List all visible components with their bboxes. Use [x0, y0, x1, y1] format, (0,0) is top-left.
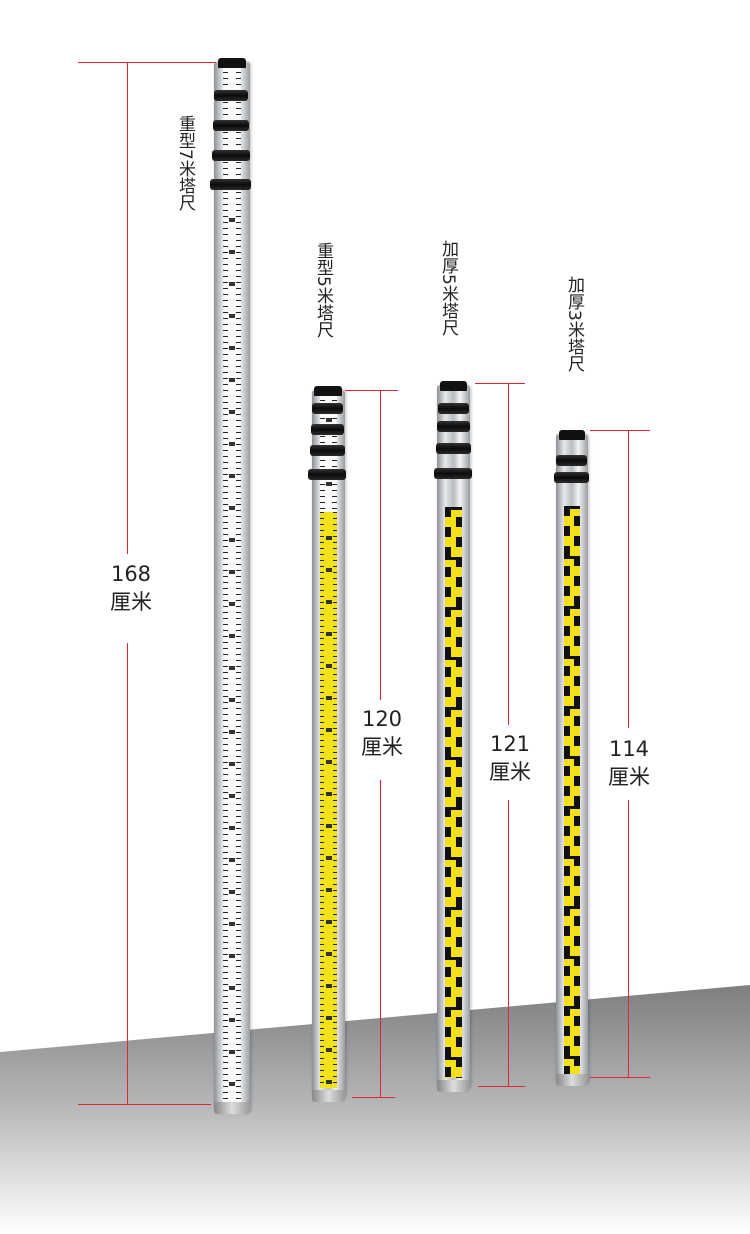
rod-5m-thick: [437, 385, 470, 1088]
dimension-line-bottom: [78, 1104, 211, 1105]
rod-clamp: [556, 455, 587, 466]
height-unit: 厘米: [110, 590, 152, 614]
height-value: 168: [110, 562, 152, 586]
height-unit: 厘米: [361, 735, 403, 759]
rod-clamp: [436, 443, 471, 454]
rod-clamp: [434, 468, 472, 479]
dimension-line-top: [78, 62, 216, 63]
rod-foot: [312, 1090, 345, 1102]
rod-title: 重型5米塔尺: [313, 242, 333, 338]
rod-title: 重型7米塔尺: [175, 115, 195, 211]
rod-3m-thick: [556, 434, 588, 1084]
rod-clamp: [212, 150, 250, 161]
rod-foot: [437, 1080, 470, 1092]
rod-title: 加厚5米塔尺: [438, 240, 458, 336]
height-value: 114: [608, 737, 650, 761]
dimension-line-top: [475, 383, 525, 384]
rod-cap: [559, 430, 585, 440]
white-scale-strip: [223, 66, 241, 1102]
rod-clamp: [437, 421, 470, 432]
rod-7m-heavy: [214, 62, 250, 1112]
e-pattern-scale-strip: [564, 506, 580, 1074]
rod-clamp: [312, 403, 343, 414]
rod-title: 加厚3米塔尺: [564, 276, 584, 372]
dimension-line-top: [345, 390, 398, 391]
rod-5m-heavy: [312, 390, 345, 1098]
dimension-line-vertical: [508, 800, 509, 1086]
height-label: 114 厘米: [608, 735, 650, 791]
rod-clamp: [210, 179, 251, 190]
e-pattern-scale-strip: [445, 507, 462, 1078]
rod-clamp: [308, 469, 346, 480]
height-label: 120 厘米: [361, 705, 403, 761]
dimension-line-bottom: [478, 1086, 525, 1087]
dimension-line-vertical: [380, 390, 381, 700]
dimension-line-top: [590, 430, 650, 431]
rod-clamp: [213, 120, 249, 131]
rod-foot: [214, 1102, 250, 1114]
rod-cap: [440, 381, 467, 391]
rod-cap: [218, 58, 246, 68]
rod-clamp: [438, 403, 469, 414]
rod-clamp: [214, 90, 248, 101]
dimension-line-vertical: [508, 383, 509, 725]
dimension-line-vertical: [127, 62, 128, 554]
height-value: 120: [361, 707, 403, 731]
rod-cap: [314, 386, 342, 396]
yellow-scale-strip: [320, 512, 337, 1088]
dimension-line-vertical: [127, 643, 128, 1104]
rod-foot: [556, 1074, 588, 1086]
rod-clamp: [311, 424, 344, 435]
dimension-line-bottom: [352, 1097, 395, 1098]
dimension-line-vertical: [628, 430, 629, 728]
height-unit: 厘米: [489, 760, 531, 784]
dimension-line-vertical: [628, 800, 629, 1077]
height-value: 121: [489, 732, 531, 756]
height-label: 121 厘米: [489, 730, 531, 786]
rod-clamp: [554, 472, 589, 483]
height-unit: 厘米: [608, 765, 650, 789]
rod-clamp: [310, 445, 345, 456]
dimension-line-bottom: [590, 1077, 650, 1078]
dimension-line-vertical: [380, 780, 381, 1097]
height-label: 168 厘米: [110, 560, 152, 616]
